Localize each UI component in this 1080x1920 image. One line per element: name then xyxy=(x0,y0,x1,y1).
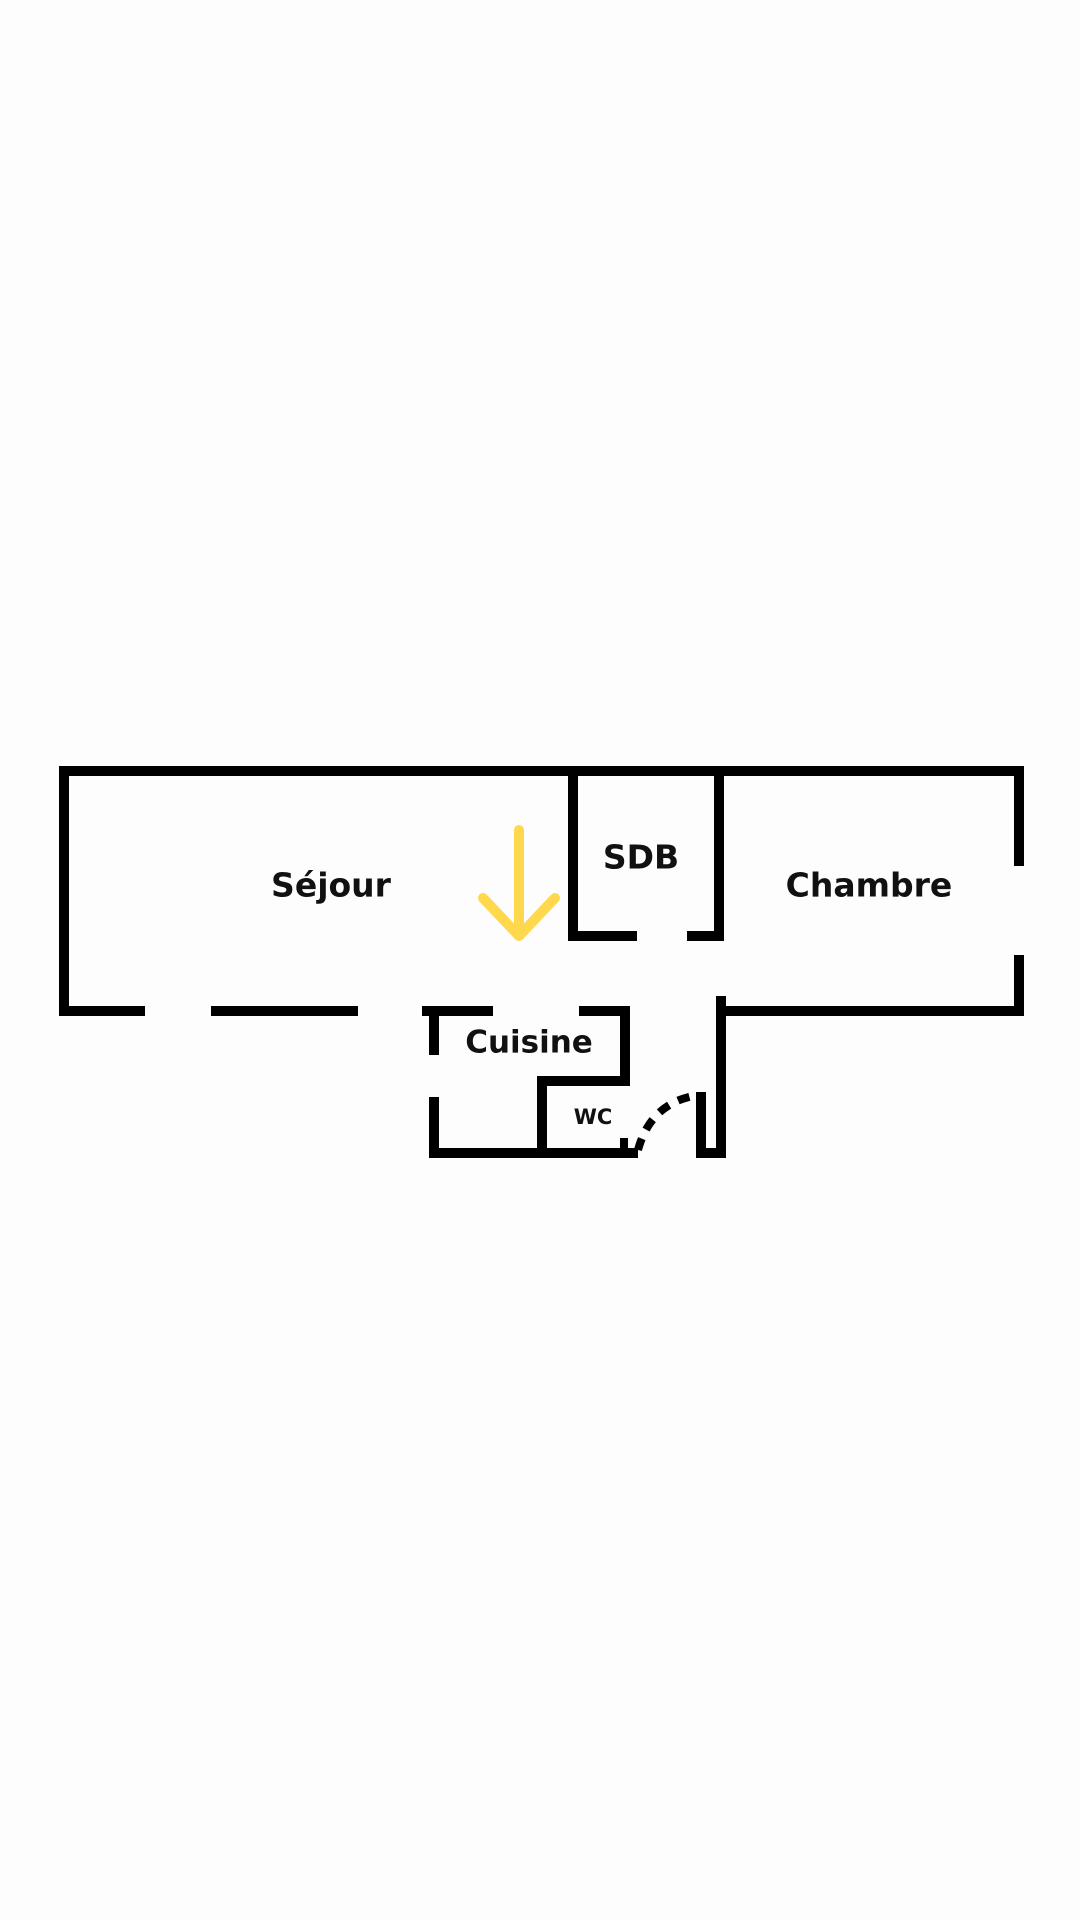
walls xyxy=(59,766,1024,1158)
wall-corridor-right xyxy=(716,996,726,1158)
wall-sejour-bottom xyxy=(211,1006,358,1016)
wall-cuisine-bottom xyxy=(429,1148,638,1158)
wall-cuisine-top xyxy=(579,1006,630,1016)
room-label-chambre: Chambre xyxy=(786,866,953,905)
wall-wc-stub xyxy=(620,1138,628,1158)
room-label-cuisine: Cuisine xyxy=(465,1025,593,1061)
arrow-down-icon xyxy=(478,825,560,941)
wall-left xyxy=(59,766,69,1016)
wall-sejour-bottom xyxy=(59,1006,145,1016)
wall-chambre-right xyxy=(1014,955,1024,1016)
wall-sdb-bottom xyxy=(687,931,724,941)
wall-sdb-right xyxy=(714,766,724,941)
wall-cuisine-left xyxy=(429,1097,439,1158)
wall-corridor-stub xyxy=(696,1092,706,1158)
wall-cuisine-right xyxy=(620,1006,630,1086)
room-label-sdb: SDB xyxy=(603,838,679,877)
wall-chambre-bottom xyxy=(716,1006,1024,1016)
room-label-wc: WC xyxy=(574,1105,613,1129)
door-swing-arc xyxy=(634,1092,694,1152)
wall-cuisine-left xyxy=(429,1006,439,1055)
room-label-sejour: Séjour xyxy=(271,866,392,905)
wall-wc-left xyxy=(537,1076,547,1158)
wall-sdb-left xyxy=(568,766,578,941)
wall-sdb-bottom xyxy=(568,931,637,941)
wall-wc-top xyxy=(537,1076,630,1086)
wall-top xyxy=(59,766,1024,776)
wall-corridor-bottom xyxy=(696,1148,726,1158)
wall-cuisine-top xyxy=(422,1006,493,1016)
wall-chambre-right xyxy=(1014,766,1024,866)
